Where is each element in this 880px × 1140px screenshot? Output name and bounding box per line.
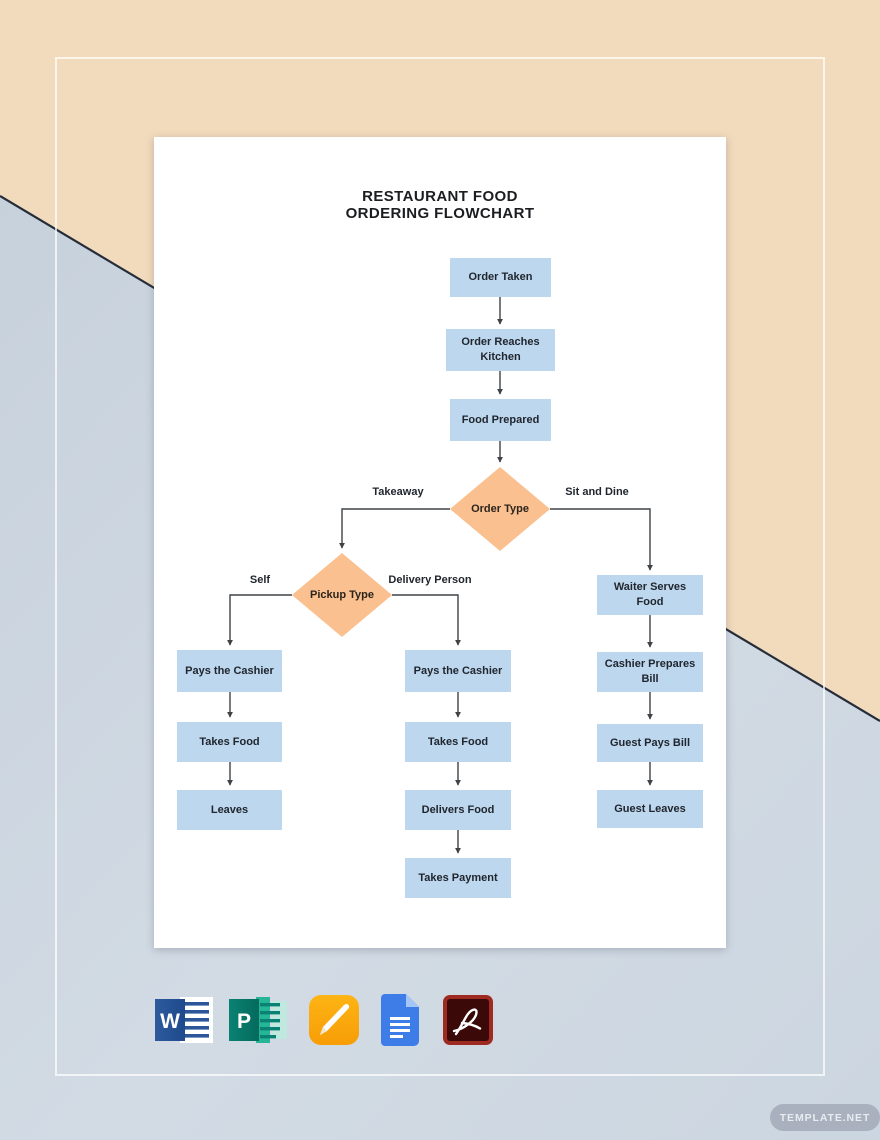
pages-icon[interactable]	[308, 994, 360, 1051]
page-title: RESTAURANT FOOD ORDERING FLOWCHART	[154, 188, 726, 222]
edge-label-takeaway: Takeaway	[372, 486, 424, 498]
flow-node-takes-food-delivery: Takes Food	[405, 722, 511, 762]
flow-node-pays-the-cashier-delivery: Pays the Cashier	[405, 650, 511, 692]
flow-node-guest-pays-bill: Guest Pays Bill	[597, 724, 703, 762]
google-docs-icon[interactable]	[381, 994, 419, 1051]
pdf-icon[interactable]	[442, 994, 494, 1051]
flow-node-pays-the-cashier-self: Pays the Cashier	[177, 650, 282, 692]
template-net-badge[interactable]: TEMPLATE.NET	[770, 1104, 880, 1131]
page-title-line2: ORDERING FLOWCHART	[345, 205, 535, 222]
edge-label-sit-and-dine: Sit and Dine	[565, 486, 629, 498]
flow-node-guest-leaves: Guest Leaves	[597, 790, 703, 828]
flow-node-delivers-food: Delivers Food	[405, 790, 511, 830]
edge-label-delivery-person: Delivery Person	[388, 574, 472, 586]
flow-node-leaves: Leaves	[177, 790, 282, 830]
flow-node-takes-payment: Takes Payment	[405, 858, 511, 898]
publisher-icon[interactable]: P	[229, 995, 289, 1050]
document-page: RESTAURANT FOOD ORDERING FLOWCHART	[154, 137, 726, 948]
flow-node-food-prepared: Food Prepared	[450, 399, 551, 441]
flow-node-cashier-prepares-bill: Cashier Prepares Bill	[597, 652, 703, 692]
svg-text:W: W	[160, 1010, 180, 1033]
svg-text:P: P	[237, 1010, 251, 1033]
flowchart-connectors	[227, 297, 653, 854]
word-icon[interactable]: W	[155, 995, 215, 1050]
flow-node-takes-food-self: Takes Food	[177, 722, 282, 762]
page-title-line1: RESTAURANT FOOD	[362, 188, 518, 205]
edge-label-self: Self	[249, 574, 271, 586]
flow-node-order-taken: Order Taken	[450, 258, 551, 297]
flow-node-waiter-serves-food: Waiter Serves Food	[597, 575, 703, 615]
flow-node-order-reaches-kitchen: Order Reaches Kitchen	[446, 329, 555, 371]
